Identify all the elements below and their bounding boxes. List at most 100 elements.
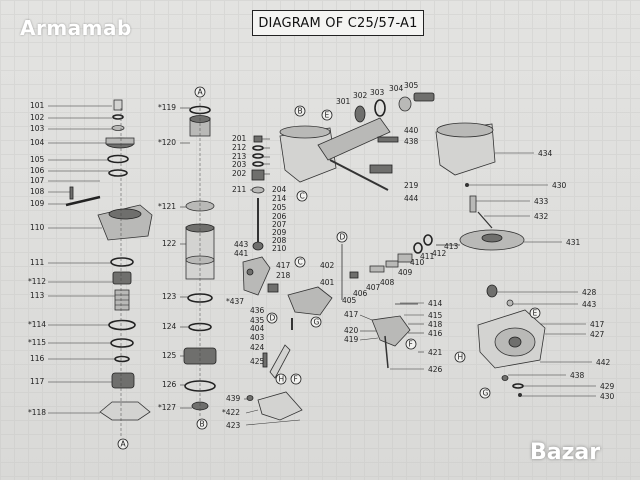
part-202-shape [251, 169, 265, 181]
part-110-top [108, 208, 142, 220]
label-303: 303 [370, 88, 385, 97]
label-118: *118 [28, 408, 46, 417]
label-418: 418 [428, 320, 443, 329]
label-102: 102 [30, 113, 45, 122]
label-202: 202 [232, 169, 247, 178]
label-404: 404 [250, 324, 265, 333]
part-304-shape [398, 96, 412, 112]
part-101-shape [113, 99, 123, 111]
watermark-text: Armamab [20, 16, 132, 40]
part-117-shape [111, 372, 135, 389]
callout-h-right-label: H [458, 353, 464, 362]
label-302: 302 [353, 91, 368, 100]
label-116: 116 [30, 354, 45, 363]
label-106: 106 [30, 166, 45, 175]
label-402: 402 [320, 261, 335, 270]
middle-leaders [244, 302, 424, 426]
part-440-shape [377, 136, 399, 143]
label-117: 117 [30, 377, 45, 386]
middle-labels: 402 401 443 441 417 218 *437 436 435 404… [222, 240, 459, 430]
label-419: 419 [344, 335, 359, 344]
label-423: 423 [226, 421, 241, 430]
label-109: 109 [30, 199, 45, 208]
part-432-shape [477, 211, 493, 229]
label-444: 444 [404, 194, 419, 203]
label-114: *114 [28, 320, 46, 329]
part-108-shape [69, 186, 74, 200]
label-110: 110 [30, 223, 45, 232]
part-428-shape [486, 284, 498, 298]
label-414: 414 [428, 299, 443, 308]
label-439: 439 [226, 394, 241, 403]
label-113: 113 [30, 291, 45, 300]
label-416: 416 [428, 329, 443, 338]
callout-e-label: E [325, 111, 330, 120]
label-305: 305 [404, 81, 419, 90]
main-body-top [279, 125, 331, 139]
callout-f-mid-label: F [409, 340, 413, 349]
part-116-shape [114, 355, 130, 363]
part-444-shape [329, 159, 389, 191]
label-121: *121 [158, 202, 176, 211]
callout-d-mid-label: D [270, 314, 276, 323]
label-412: 412 [432, 249, 447, 258]
part-112-shape [112, 271, 132, 285]
left-column-parts [65, 99, 153, 438]
label-111: 111 [30, 258, 45, 267]
label-438-right: 438 [570, 371, 585, 380]
part-302-shape [354, 105, 366, 123]
callout-g-right-label: G [483, 389, 489, 398]
top-body-parts: B C E [251, 92, 435, 251]
part-105-shape [107, 154, 129, 164]
label-405: 405 [342, 296, 357, 305]
callout-f-bottom-label: F [294, 375, 298, 384]
label-122: 122 [162, 239, 177, 248]
part-106-shape [108, 169, 128, 177]
label-410: 410 [410, 258, 425, 267]
part-114-shape [108, 319, 136, 331]
part-201-shape [253, 135, 263, 143]
part-102-shape [112, 114, 124, 120]
label-406: 406 [353, 289, 368, 298]
label-207: 207 [272, 220, 287, 229]
label-203: 203 [232, 160, 247, 169]
label-430-bottom: 430 [600, 392, 615, 401]
callout-d-top-label: D [340, 233, 346, 242]
part-303-shape [374, 99, 386, 117]
label-420: 420 [344, 326, 359, 335]
part-305-shape [413, 92, 435, 102]
callout-a-bottom: A [117, 438, 129, 450]
label-441: 441 [234, 249, 249, 258]
callout-g-mid-label: G [314, 318, 320, 327]
label-105: 105 [30, 155, 45, 164]
part-434-top [436, 122, 494, 138]
part-424-shape [269, 344, 291, 379]
part-418-shape [371, 315, 411, 347]
second-column-leaders [180, 107, 192, 409]
callout-b-bottom-label: B [200, 420, 205, 429]
callout-c-mid-label: C [298, 258, 303, 267]
label-123: 123 [162, 292, 177, 301]
label-120: *120 [158, 138, 176, 147]
label-431: 431 [566, 238, 581, 247]
label-437: *437 [226, 297, 244, 306]
label-126: 126 [162, 380, 177, 389]
label-425: 425 [250, 357, 265, 366]
second-column-parts: A B [183, 86, 217, 430]
bazar-logo: Bazar [530, 440, 601, 465]
label-115: *115 [28, 338, 46, 347]
callout-b-top-label: B [298, 107, 303, 116]
part-422-shape [257, 391, 303, 421]
label-417: 417 [276, 261, 291, 270]
label-415: 415 [428, 311, 443, 320]
label-411: 411 [420, 252, 435, 261]
label-211: 211 [232, 185, 247, 194]
label-112: *112 [28, 277, 46, 286]
handle-shape [317, 117, 391, 161]
part-401-shape [287, 286, 333, 316]
label-304: 304 [389, 84, 404, 93]
label-213: 213 [232, 152, 247, 161]
label-429: 429 [600, 382, 615, 391]
